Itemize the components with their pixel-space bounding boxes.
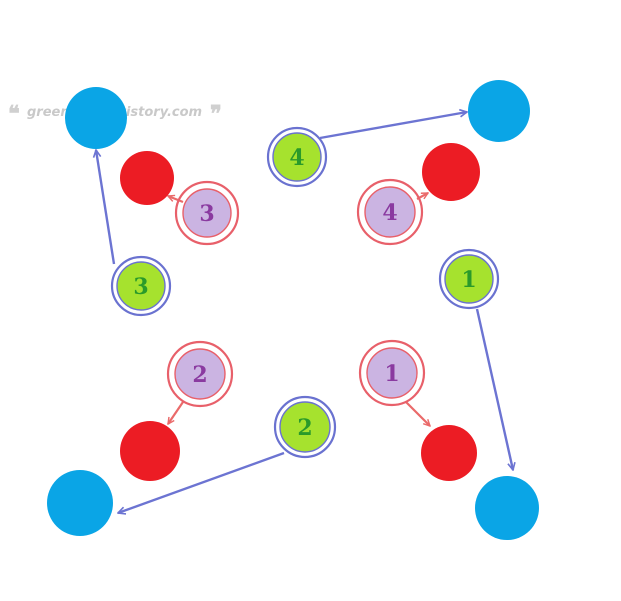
purple-node-1: 1 — [358, 339, 426, 407]
red-nodes — [120, 143, 480, 481]
green-node-4-label: 4 — [289, 145, 304, 171]
purple-node-4-label: 4 — [382, 200, 397, 226]
green-node-3: 3 — [110, 255, 172, 317]
purple-node-3: 3 — [174, 180, 240, 246]
arrow-p2-to-red — [167, 401, 184, 424]
red-node-top-right — [422, 143, 480, 201]
red-node-bottom-right — [421, 425, 477, 481]
green-node-1: 1 — [438, 248, 500, 310]
arrow-p1-to-red — [405, 401, 430, 426]
blue-nodes — [47, 80, 539, 540]
arrow-g3-to-blue-tl — [96, 150, 116, 265]
red-node-bottom-left — [120, 421, 180, 481]
green-node-2-label: 2 — [297, 415, 312, 441]
watermark-open-quote: ❝ — [8, 101, 20, 127]
green-node-3-label: 3 — [133, 274, 148, 300]
purple-node-2-label: 2 — [192, 362, 207, 388]
arrow-g2-to-blue-bl — [118, 451, 285, 513]
green-node-1-label: 1 — [461, 267, 476, 293]
green-nodes: 1 2 3 4 — [110, 126, 500, 459]
arrow-g4-to-blue-tr — [319, 112, 467, 140]
purple-node-3-label: 3 — [199, 201, 214, 227]
purple-nodes: 1 2 3 4 — [166, 178, 426, 408]
blue-node-top-right — [468, 80, 530, 142]
green-node-4: 4 — [266, 126, 328, 188]
red-arrows — [167, 192, 430, 426]
blue-node-bottom-left — [47, 470, 113, 536]
purple-node-4: 4 — [356, 178, 424, 246]
blue-arrows — [96, 112, 513, 513]
watermark-close-quote: ❞ — [210, 101, 222, 127]
red-node-top-left — [120, 151, 174, 205]
green-node-2: 2 — [273, 395, 337, 459]
blue-node-bottom-right — [475, 476, 539, 540]
arrow-g1-to-blue-br — [475, 308, 513, 470]
purple-node-2: 2 — [166, 340, 234, 408]
blue-node-top-left — [65, 87, 127, 149]
purple-node-1-label: 1 — [384, 361, 399, 387]
arrow-p3-to-red — [168, 196, 184, 204]
